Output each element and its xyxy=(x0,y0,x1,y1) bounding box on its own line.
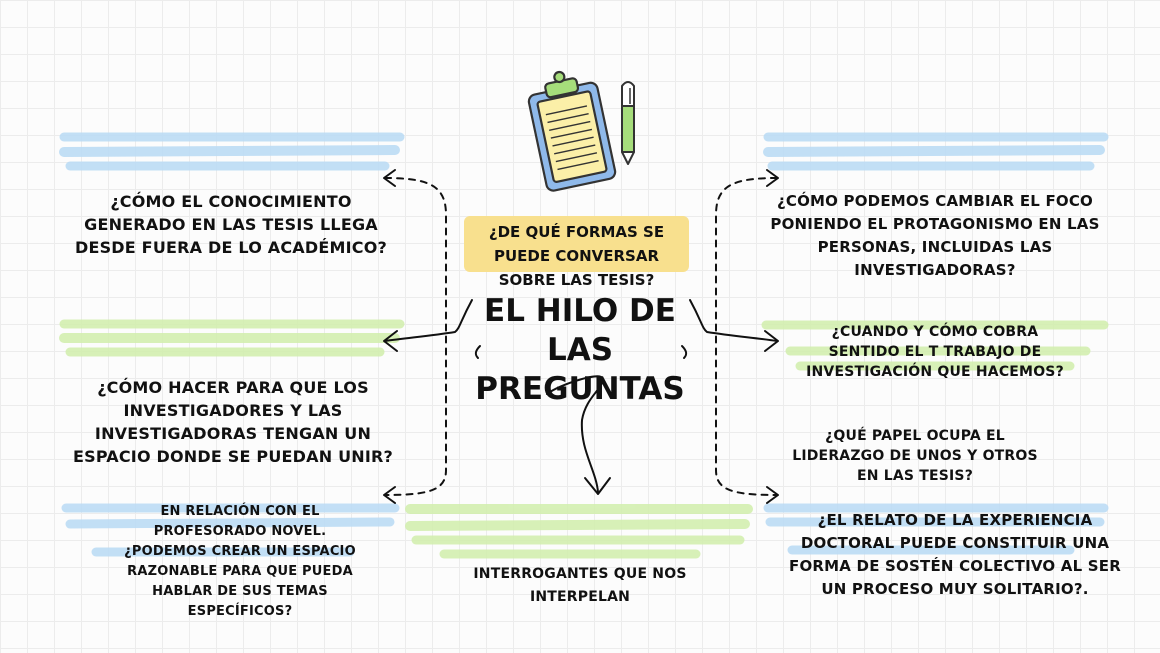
arrowhead xyxy=(764,330,779,352)
pen-icon xyxy=(621,81,635,165)
highlight-stroke xyxy=(763,145,1105,157)
question-left-2: ¿CÓMO HACER PARA QUE LOS INVESTIGADORES … xyxy=(72,378,394,466)
arrowhead xyxy=(584,477,611,495)
question-left-3: EN RELACIÓN CON EL PROFESORADO NOVEL. ¿P… xyxy=(124,504,356,619)
arrowhead xyxy=(383,169,396,187)
swoosh-left xyxy=(474,345,481,359)
curvy-arrow-right xyxy=(689,299,778,342)
dashed-connector-right xyxy=(715,177,778,496)
swoosh-right xyxy=(681,345,688,359)
question-right-4: ¿EL RELATO DE LA EXPERIENCIA DOCTORAL PU… xyxy=(789,511,1121,598)
arrowhead xyxy=(766,486,779,504)
diagram-title: EL HILO DE LAS PREGUNTAS xyxy=(475,293,685,407)
arrowhead xyxy=(383,486,396,504)
highlight-stroke xyxy=(65,517,395,529)
bottom-label: INTERROGANTES QUE NOS INTERPELAN xyxy=(473,566,687,605)
question-right-1: ¿CÓMO PODEMOS CAMBIAR EL FOCO PONIENDO E… xyxy=(770,192,1100,279)
question-left-1: ¿CÓMO EL CONOCIMIENTO GENERADO EN LAS TE… xyxy=(74,192,388,257)
highlight-stroke xyxy=(405,519,750,531)
arrowhead xyxy=(766,169,779,187)
curvy-arrow-left xyxy=(384,299,473,342)
highlight-stroke xyxy=(59,145,400,157)
clipboard-icon xyxy=(527,70,617,192)
curvy-arrow-down xyxy=(546,375,604,493)
arrowhead xyxy=(383,330,398,352)
question-right-2: ¿CUANDO Y CÓMO COBRA SENTIDO EL T TRABAJ… xyxy=(806,324,1064,380)
subtitle-badge: ¿DE QUÉ FORMAS SE PUEDE CONVERSAR SOBRE … xyxy=(464,216,689,289)
question-right-3: ¿QUÉ PAPEL OCUPA EL LIDERAZGO DE UNOS Y … xyxy=(792,428,1038,484)
dashed-connector-left xyxy=(384,177,447,496)
